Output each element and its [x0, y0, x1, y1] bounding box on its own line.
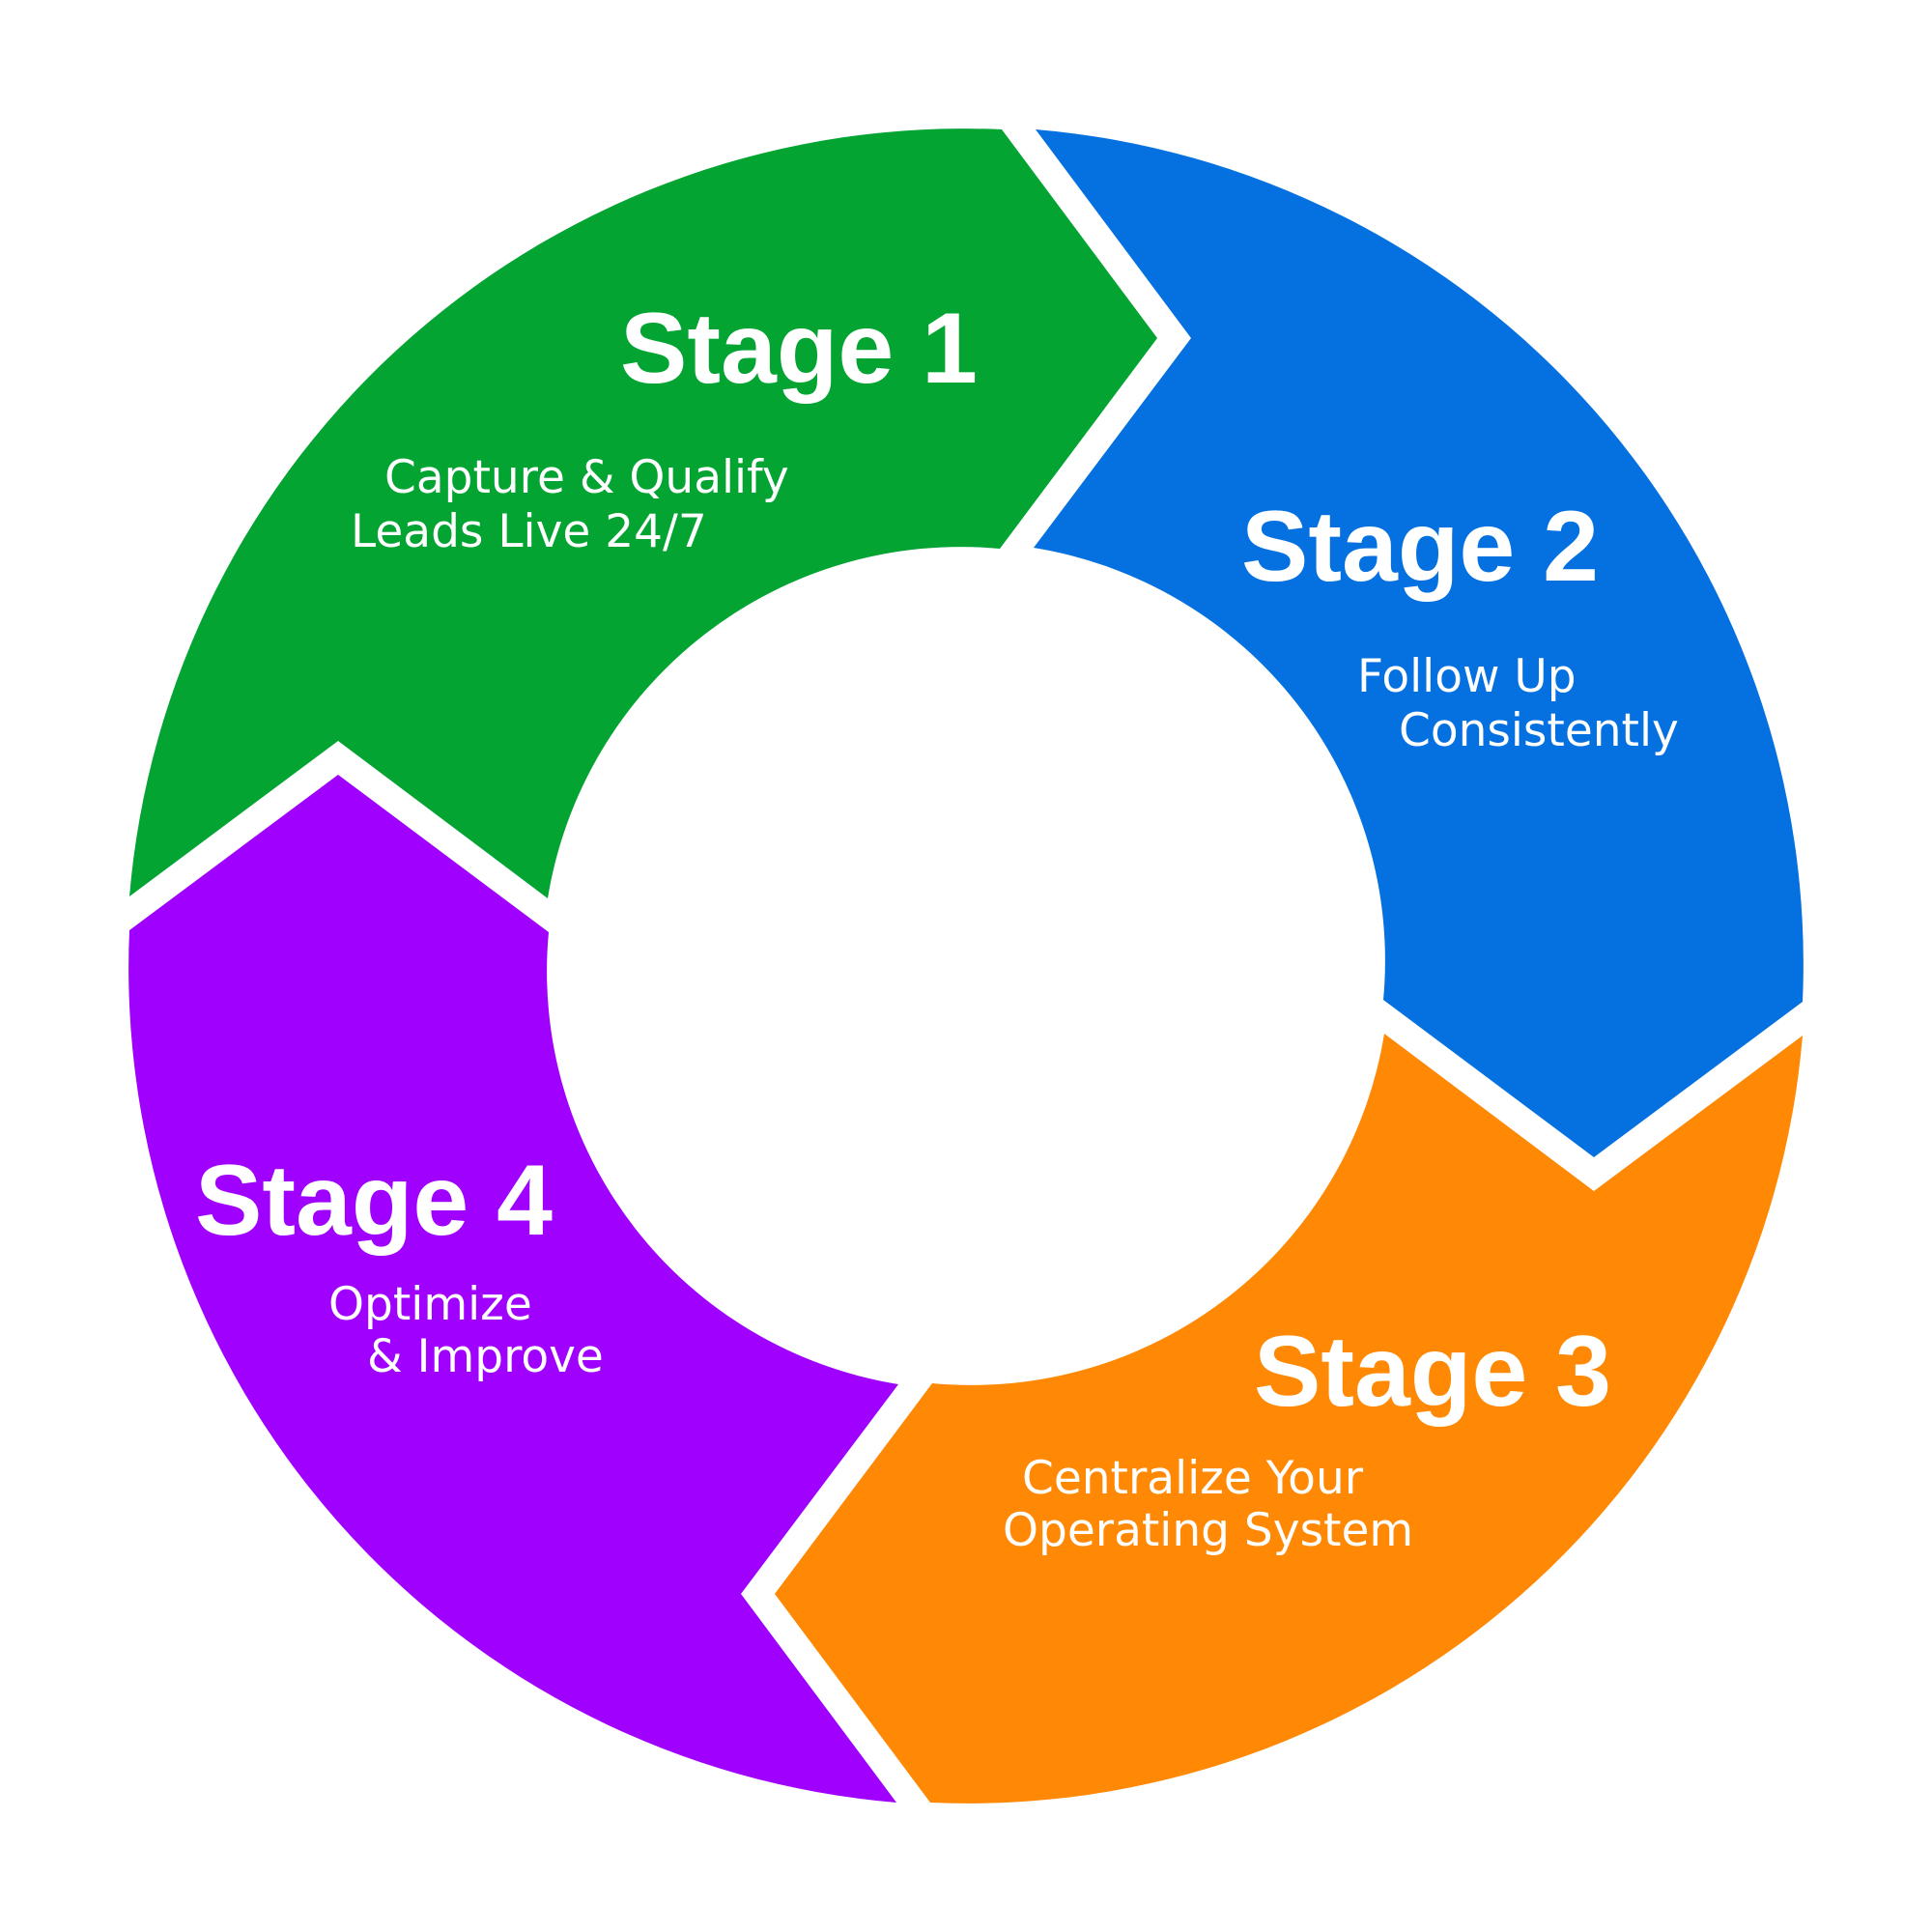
stage-4-desc-line-2: & Improve: [367, 1330, 604, 1383]
stage-3-desc-line-2: Operating System: [1003, 1504, 1413, 1557]
stage-3-desc-line-1: Centralize Your: [1022, 1452, 1364, 1505]
label-stage-3: Stage 3 Centralize Your Operating System: [1003, 1316, 1611, 1557]
stage-4-title: Stage 4: [195, 1145, 553, 1257]
segment-stage-2: [1034, 129, 1804, 1157]
stage-3-title: Stage 3: [1254, 1316, 1611, 1428]
stage-1-title: Stage 1: [620, 293, 978, 405]
segment-stage-1: [129, 128, 1157, 899]
stage-2-desc-line-2: Consistently: [1399, 704, 1679, 757]
segment-stage-4: [128, 775, 898, 1803]
segment-stage-3: [775, 1034, 1803, 1804]
label-stage-2: Stage 2 Follow Up Consistently: [1241, 491, 1679, 757]
label-stage-4: Stage 4 Optimize & Improve: [195, 1145, 604, 1383]
stage-4-desc-line-1: Optimize: [328, 1278, 532, 1331]
stage-2-title: Stage 2: [1241, 491, 1599, 603]
stage-1-desc-line-2: Leads Live 24/7: [351, 505, 707, 558]
stage-2-desc-line-1: Follow Up: [1357, 650, 1577, 703]
stage-1-desc-line-1: Capture & Qualify: [384, 451, 789, 504]
label-stage-1: Stage 1 Capture & Qualify Leads Live 24/…: [351, 293, 978, 558]
ring-segments: [128, 128, 1804, 1804]
